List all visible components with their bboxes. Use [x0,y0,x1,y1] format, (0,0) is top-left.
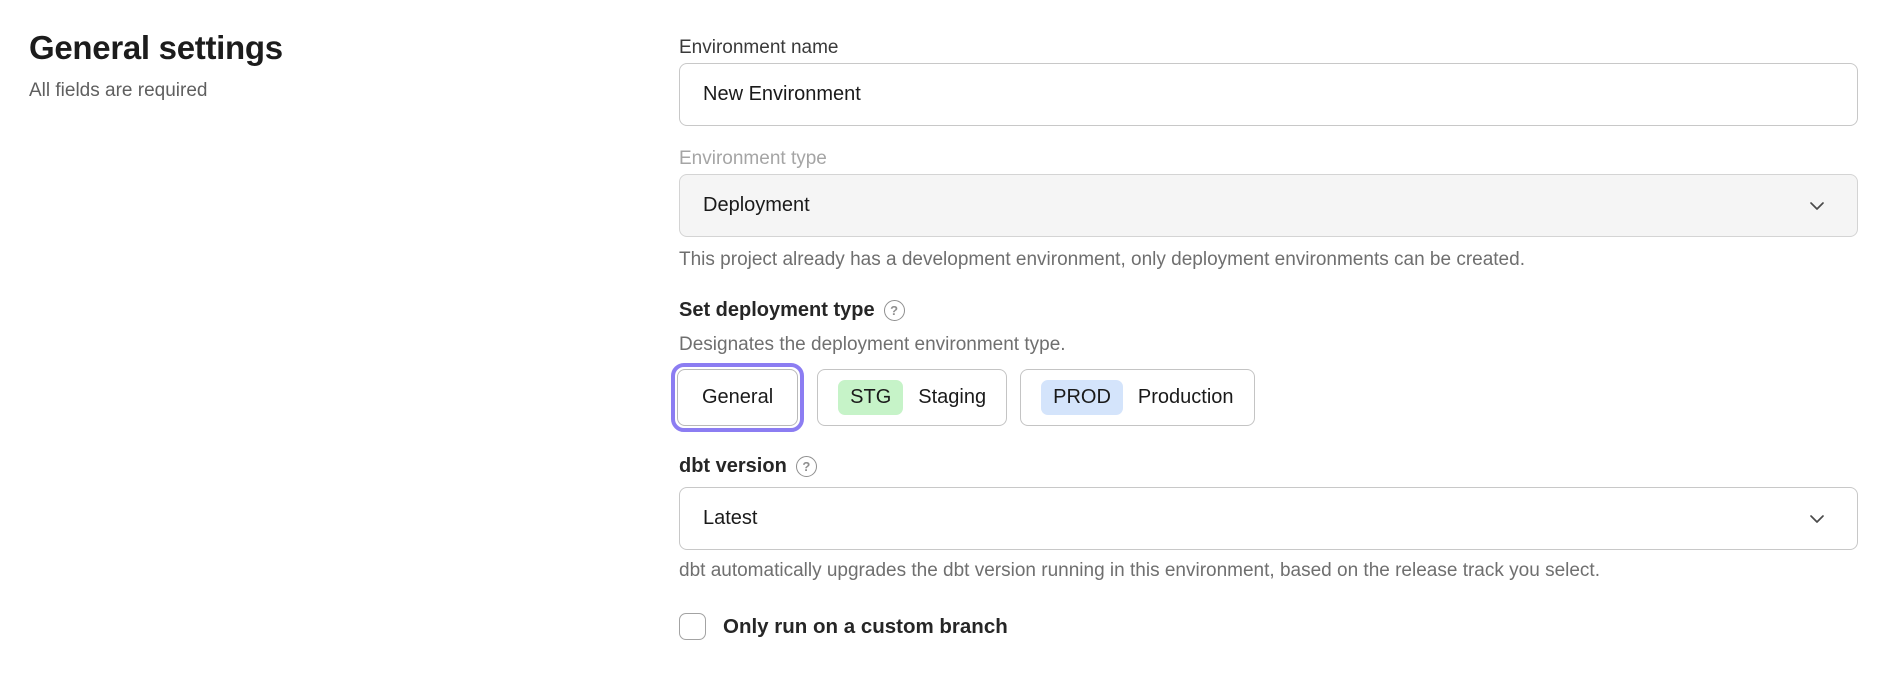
chevron-down-icon [1809,514,1825,524]
environment-type-select: Deployment [679,174,1858,237]
environment-name-label: Environment name [679,37,839,58]
settings-header: General settings All fields are required [29,28,283,103]
staging-label: Staging [918,386,987,408]
production-badge: PROD [1041,380,1123,415]
deployment-type-staging-button[interactable]: STG Staging [817,369,1008,426]
dbt-version-value: Latest [703,507,758,529]
deployment-type-heading-text: Set deployment type [679,299,875,321]
deployment-type-production-button[interactable]: PROD Production [1020,369,1255,426]
page-title: General settings [29,29,283,66]
help-question-icon[interactable]: ? [883,299,905,321]
chevron-down-icon [1809,201,1825,211]
dbt-version-helper: dbt automatically upgrades the dbt versi… [679,560,1600,581]
deployment-type-description: Designates the deployment environment ty… [679,334,1066,355]
environment-type-helper: This project already has a development e… [679,249,1525,270]
dbt-version-heading-text: dbt version [679,455,787,477]
page-subtitle: All fields are required [29,80,208,101]
environment-type-value: Deployment [703,194,810,216]
environment-form: Environment name New Environment Environ… [671,0,1858,678]
custom-branch-checkbox[interactable] [679,613,706,640]
environment-name-input[interactable]: New Environment [679,63,1858,126]
selected-option-ring: General [671,363,805,432]
production-label: Production [1137,386,1234,408]
deployment-type-heading: Set deployment type ? [679,297,1858,323]
dbt-version-select[interactable]: Latest [679,487,1858,550]
environment-name-value: New Environment [703,83,861,105]
staging-badge: STG [838,380,904,415]
help-question-icon[interactable]: ? [795,455,817,477]
deployment-type-general-button[interactable]: General [677,369,799,426]
dbt-version-heading: dbt version ? [679,453,1858,479]
custom-branch-label: Only run on a custom branch [723,614,1008,638]
environment-type-label: Environment type [679,148,827,169]
